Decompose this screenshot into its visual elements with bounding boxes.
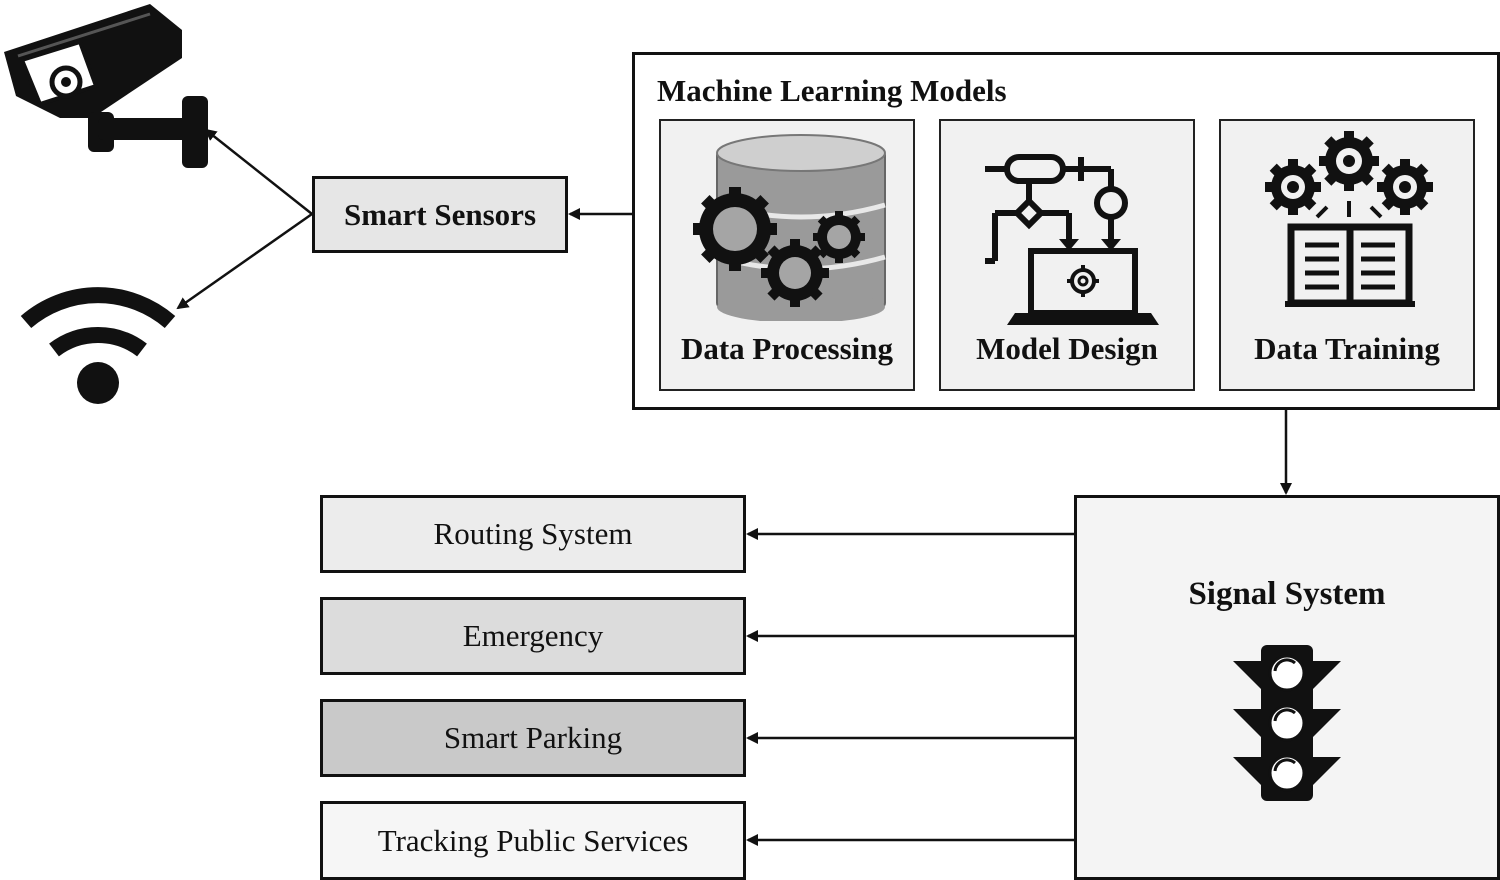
ml-panel-title: Machine Learning Models: [657, 73, 1007, 108]
data-training-label: Data Training: [1254, 331, 1440, 366]
model-design-card: Model Design: [939, 119, 1195, 391]
tracking-public-services-label: Tracking Public Services: [377, 822, 689, 858]
smart-sensors-label: Smart Sensors: [343, 196, 537, 232]
arrow-sensors-to-camera: [204, 128, 313, 215]
smart-parking-label: Smart Parking: [443, 720, 623, 755]
routing-system-box: Routing System: [320, 495, 746, 573]
smart-parking-box: Smart Parking: [320, 699, 746, 777]
traffic-light-icon: [1233, 645, 1341, 801]
gears-book-icon: [1265, 131, 1433, 307]
security-camera-icon: [4, 4, 208, 168]
database-gears-icon: [693, 134, 886, 321]
signal-system-box: Signal System: [1074, 495, 1500, 880]
signal-system-title: Signal System: [1188, 576, 1386, 612]
data-training-card: Data Training: [1219, 119, 1475, 391]
data-processing-label: Data Processing: [680, 331, 894, 366]
flowchart-laptop-icon: [985, 154, 1159, 325]
model-design-label: Model Design: [976, 331, 1158, 366]
emergency-label: Emergency: [462, 618, 604, 653]
tracking-public-services-box: Tracking Public Services: [320, 801, 746, 880]
smart-sensors-box: Smart Sensors: [312, 176, 568, 253]
emergency-box: Emergency: [320, 597, 746, 675]
arrow-sensors-to-wifi: [176, 212, 313, 310]
machine-learning-panel: Machine Learning Models: [632, 52, 1500, 410]
wifi-icon: [20, 287, 176, 404]
data-processing-card: Data Processing: [659, 119, 915, 391]
routing-system-label: Routing System: [433, 516, 633, 551]
